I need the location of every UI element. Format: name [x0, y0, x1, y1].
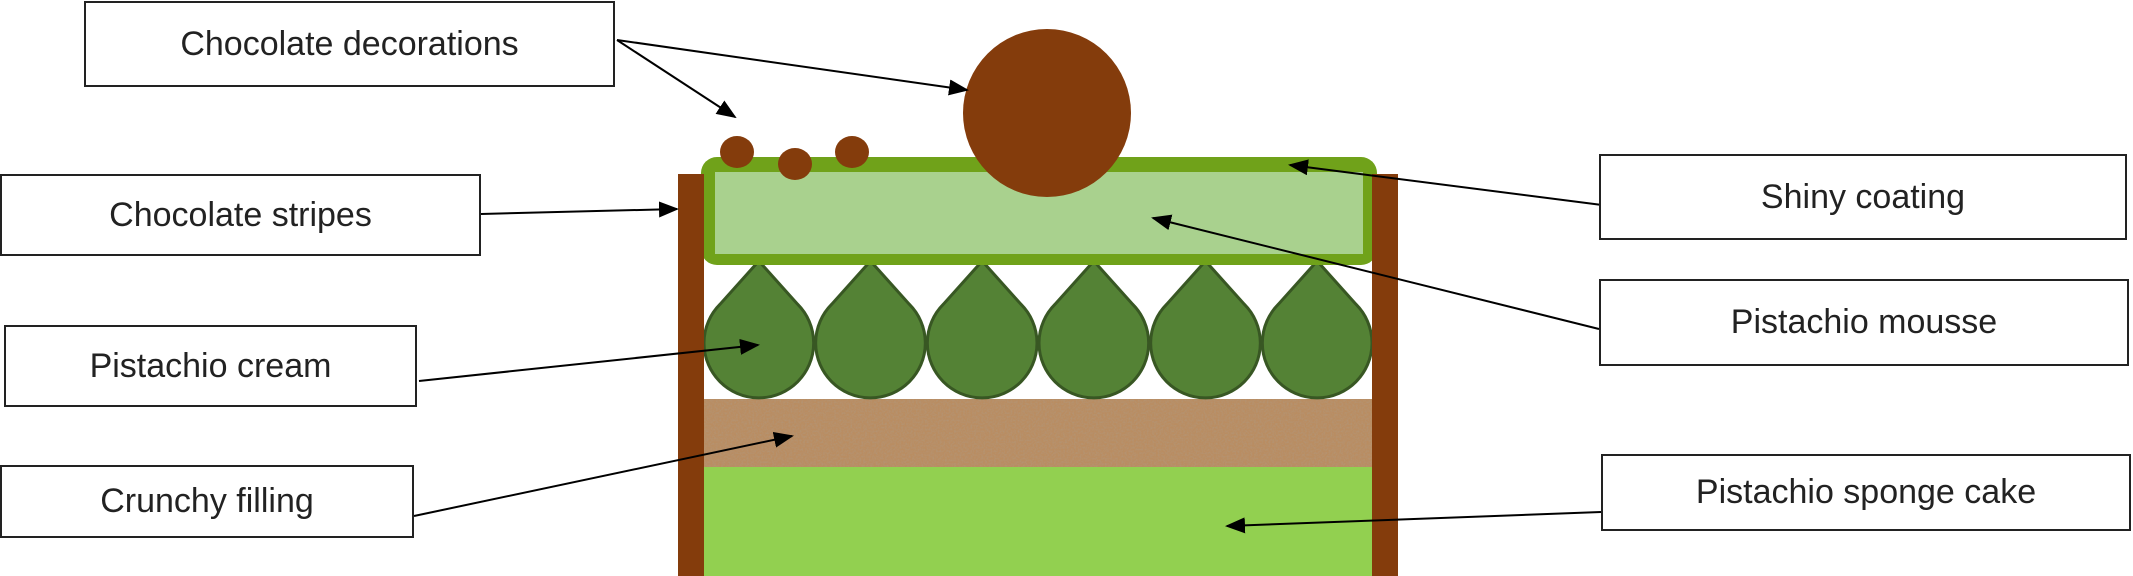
chocolate-stripe-right — [1372, 174, 1398, 576]
pistachio-cream-dollop — [1149, 258, 1262, 400]
label-chocolate-decorations: Chocolate decorations — [84, 1, 615, 87]
label-shiny-coating: Shiny coating — [1599, 154, 2127, 240]
pistachio-cream-dollops — [702, 258, 1374, 400]
label-pistachio-mousse: Pistachio mousse — [1599, 279, 2129, 366]
chocolate-decoration-small-3 — [835, 136, 869, 168]
chocolate-stripe-left — [678, 174, 704, 576]
arrow-sponge-cake — [1225, 511, 1602, 534]
pistachio-cream-dollop — [925, 258, 1039, 400]
label-chocolate-stripes: Chocolate stripes — [0, 174, 481, 256]
pistachio-cream-dollop — [1260, 258, 1374, 400]
chocolate-decoration-small-1 — [720, 136, 754, 168]
chocolate-decoration-large — [963, 29, 1131, 197]
arrow-chocolate-stripes — [480, 201, 679, 218]
arrow-pistachio-mousse — [1151, 214, 1600, 330]
chocolate-decoration-small-2 — [778, 148, 812, 180]
arrow-pistachio-cream — [418, 338, 760, 382]
pistachio-cream-dollop — [814, 258, 927, 400]
label-pistachio-sponge-cake: Pistachio sponge cake — [1601, 454, 2131, 531]
sponge-cake-layer — [703, 467, 1373, 576]
arrow-decorations-large — [616, 39, 969, 96]
arrow-decorations-small — [616, 39, 737, 119]
arrow-shiny-coating — [1288, 159, 1603, 206]
pistachio-cream-dollop — [1037, 258, 1151, 400]
pistachio-cream-dollop — [702, 258, 816, 400]
crunchy-filling-layer — [703, 399, 1373, 467]
label-pistachio-cream: Pistachio cream — [4, 325, 417, 407]
label-crunchy-filling: Crunchy filling — [0, 465, 414, 538]
arrow-crunchy-filling — [413, 431, 794, 517]
